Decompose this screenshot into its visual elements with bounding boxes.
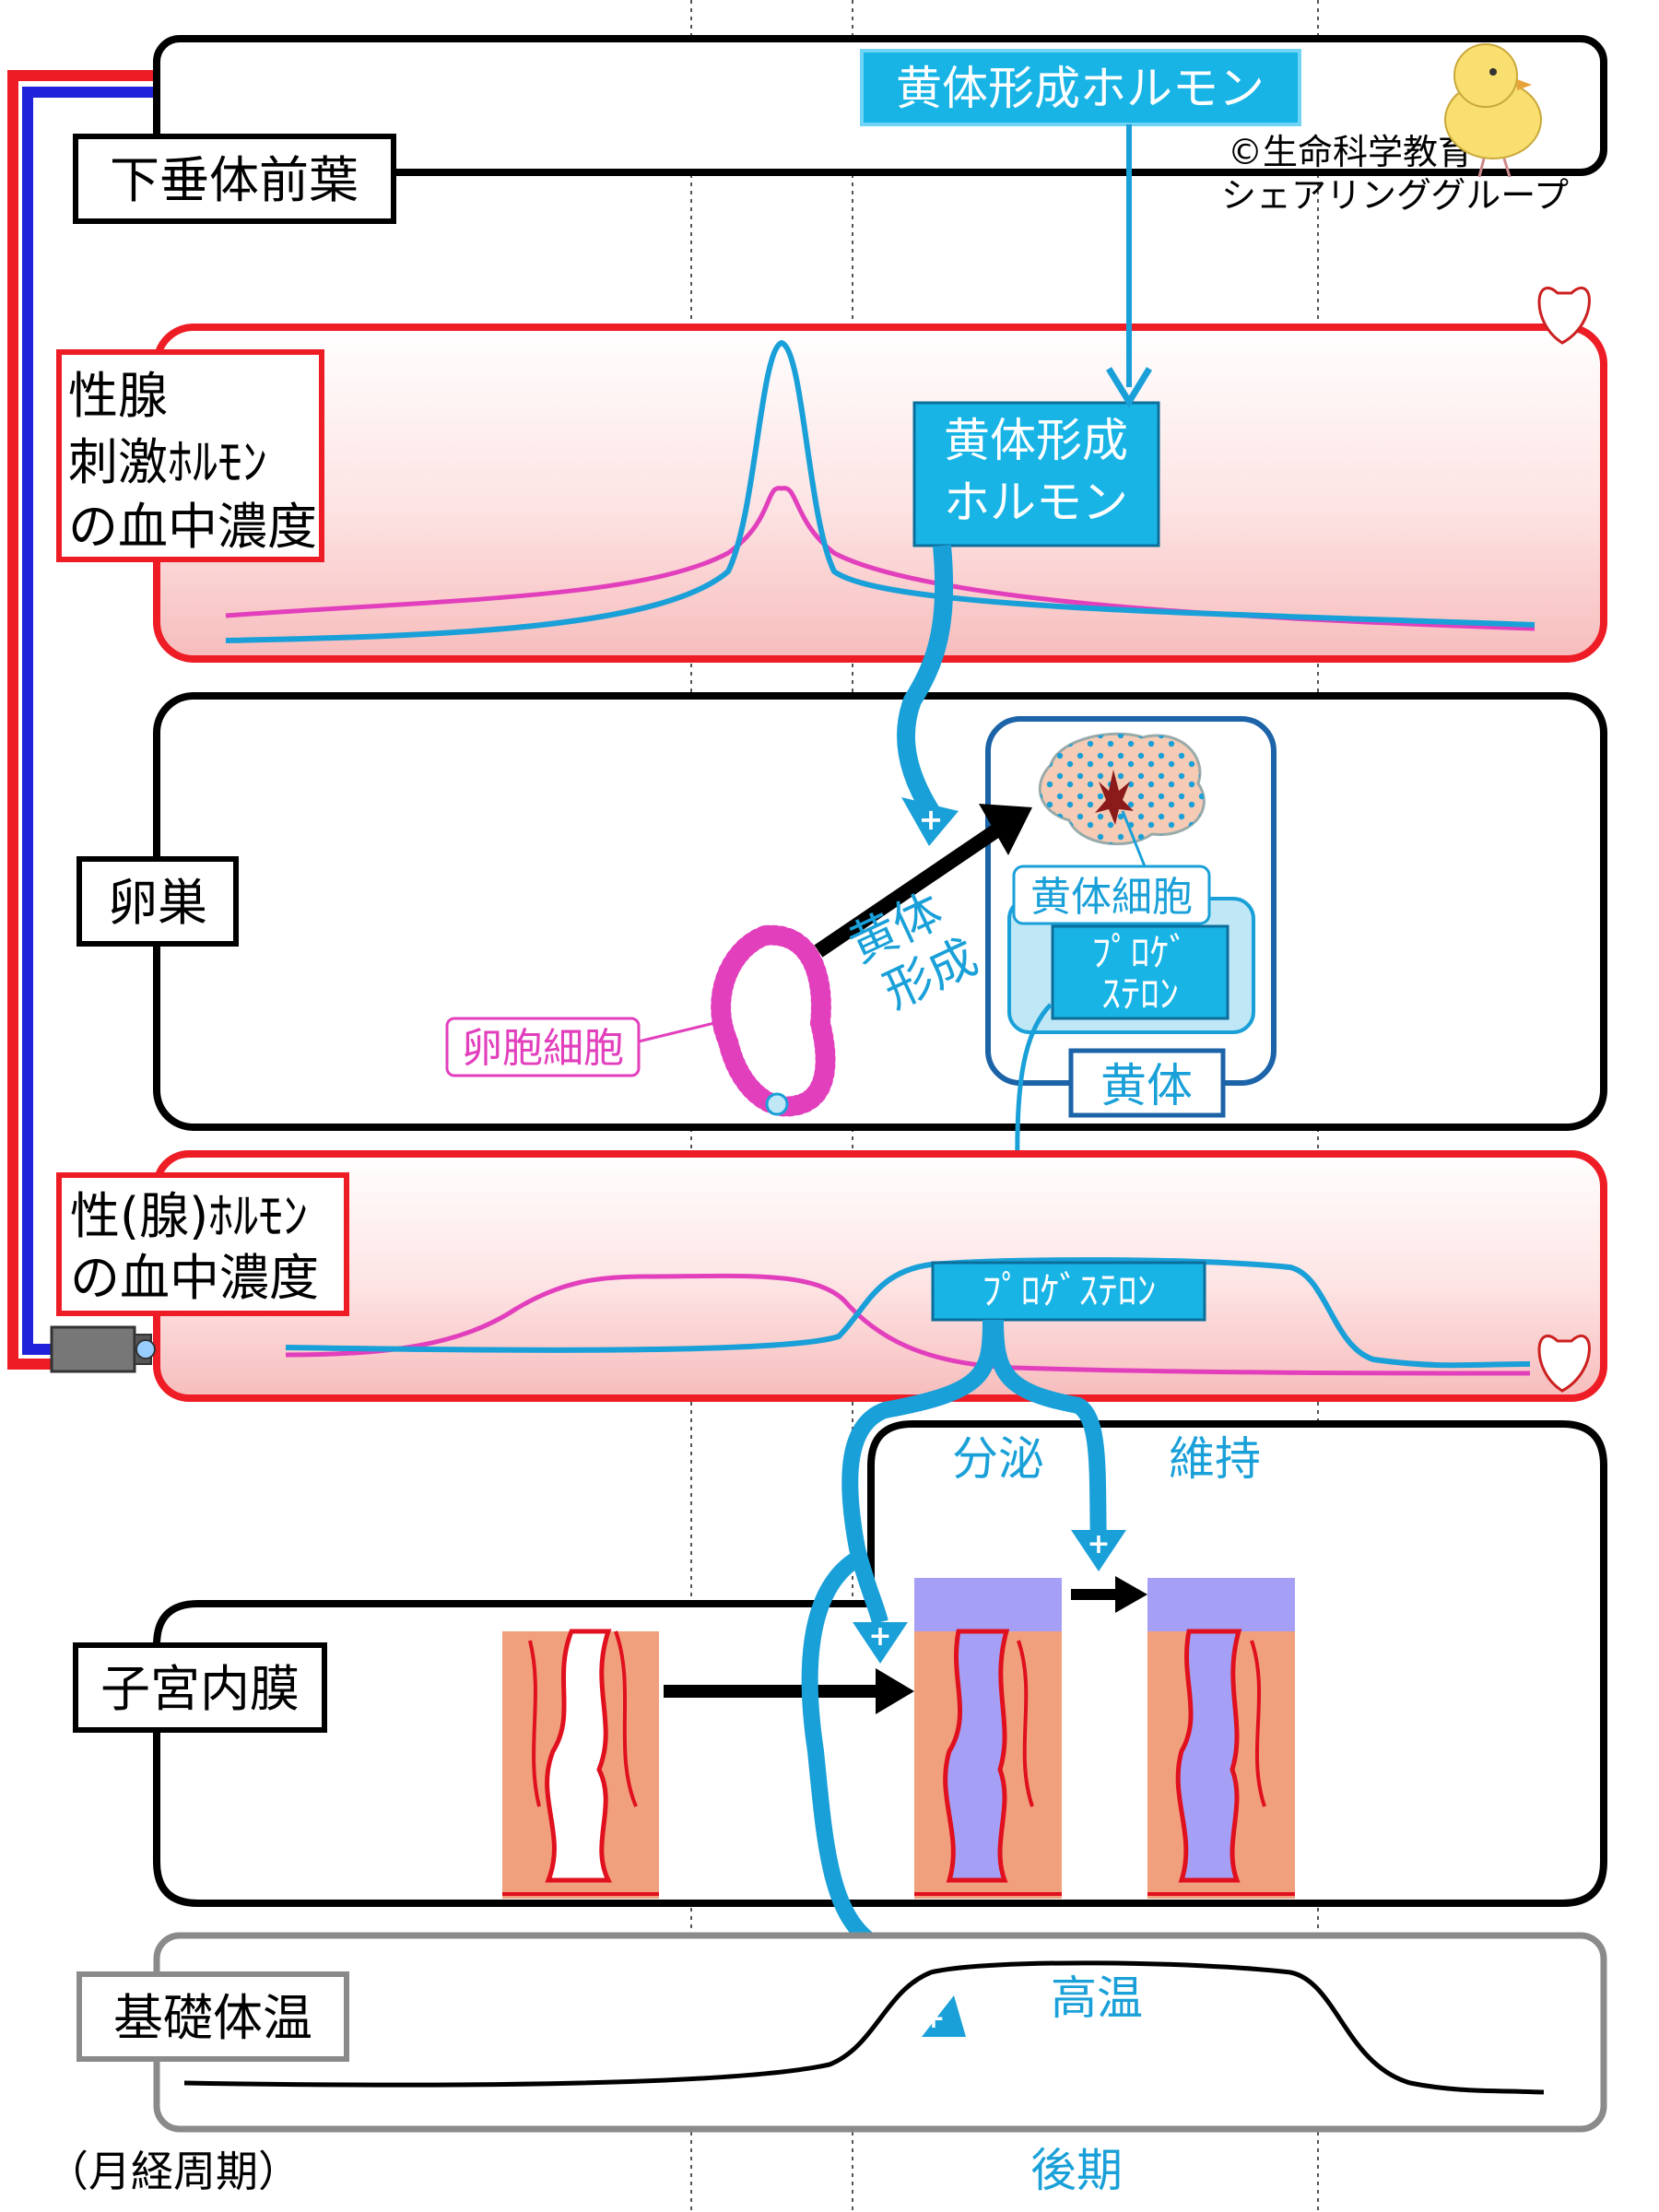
maintenance-arrow [1071, 1576, 1147, 1613]
plus-sign-temp: + [922, 2003, 945, 2035]
lh-mid-box [912, 401, 1160, 547]
sex-hormone-label-2: の血中濃度 [70, 1249, 319, 1307]
oocyte-label: 卵胞細胞 [462, 1025, 624, 1072]
basal-temp-panel [153, 1932, 1607, 2133]
high-temp-label: 高温 [1051, 1971, 1143, 2025]
basal-temp-label-box [76, 1971, 349, 2062]
progesterone-ovary-label-2: ｽﾃﾛﾝ [1101, 971, 1179, 1017]
credit-line-2: シェアリンググループ [1221, 175, 1569, 216]
gonadotropin-label-1: 性腺 [68, 367, 168, 425]
heart-icon-bottom [1537, 1335, 1591, 1393]
fsh-curve [225, 486, 1535, 631]
phase-label: 後期 [1030, 2144, 1123, 2197]
corpus-luteum-label: 黄体 [1100, 1059, 1193, 1112]
lh-top-box [860, 49, 1301, 126]
corpus-luteum-tag [1068, 1048, 1226, 1118]
progesterone-ovary-label-1: ﾌﾟﾛｹﾞ [1091, 930, 1188, 975]
plus-arrowhead-maintained [1071, 1530, 1126, 1571]
plus-sign-secretory: + [868, 1620, 891, 1653]
oocyte-tag [445, 1017, 641, 1077]
lh-curve [225, 339, 1535, 643]
pituitary-label: 下垂体前葉 [110, 151, 359, 209]
gonadotropin-label-2: 刺激ﾎﾙﾓﾝ [68, 433, 267, 491]
gonadotropin-label-3: の血中濃度 [68, 498, 317, 556]
secretion-label: 分泌 [952, 1432, 1044, 1486]
camera-icon [50, 1325, 156, 1373]
credit-line-1: ©生命科学教育 [1228, 132, 1473, 172]
gonadotropin-label-box [56, 349, 324, 562]
lh-mid-label-1: 黄体形成 [944, 414, 1128, 467]
luteinization-arrow [814, 804, 1032, 958]
luteal-cell-label: 黄体細胞 [1030, 874, 1193, 921]
progesterone-branch-arrows [841, 1319, 1107, 1625]
endometrium-label: 子宮内膜 [100, 1660, 300, 1718]
basal-temp-label: 基礎体温 [113, 1989, 312, 2047]
sex-hormone-label-box [56, 1172, 349, 1316]
gonadotropin-panel [153, 324, 1607, 663]
endometrium-label-box [73, 1642, 327, 1733]
follicle-icon [711, 924, 836, 1117]
lh-to-ovary-arrow [896, 545, 954, 817]
plus-sign-maintained: + [1087, 1528, 1110, 1560]
plus-arrowhead-ovary [901, 797, 959, 846]
pituitary-label-box [73, 134, 396, 224]
plus-arrowhead-temp [922, 1995, 966, 2037]
endometrium-tissue-secretory [914, 1578, 1062, 1899]
sex-hormone-label-1: 性(腺)ﾎﾙﾓﾝ [70, 1187, 308, 1245]
plus-arrowhead-secretory [853, 1622, 908, 1664]
lh-mid-label-2: ホルモン [944, 476, 1128, 529]
luteal-cell-tag [1012, 865, 1211, 925]
endometrium-tissue-proliferative [502, 1629, 659, 1899]
feedback-line [7, 70, 157, 1370]
lh-release-arrow [1106, 124, 1152, 408]
proliferation-arrow [664, 1668, 914, 1714]
basal-temp-curve [183, 1960, 1545, 2095]
endometrium-tissue-maintained [1147, 1578, 1295, 1899]
plus-sign-ovary: + [919, 802, 944, 837]
progesterone-curve [285, 1257, 1531, 1369]
heart-icon-top [1537, 287, 1591, 345]
luteal-cell-cluster-icon [1038, 732, 1206, 846]
progesterone-line-label: ﾌﾟﾛｹﾞｽﾃﾛﾝ [982, 1268, 1156, 1313]
progesterone-line-box [931, 1261, 1206, 1322]
ovary-label-box [76, 856, 239, 947]
estrogen-curve [285, 1273, 1531, 1376]
maintain-label: 維持 [1169, 1432, 1261, 1486]
cycle-label: （月経周期） [46, 2147, 300, 2196]
chick-icon [1444, 43, 1542, 178]
ovary-label: 卵巣 [108, 874, 207, 932]
progesterone-ovary-box [1051, 924, 1230, 1020]
lh-top-label: 黄体形成ホルモン [896, 62, 1265, 115]
